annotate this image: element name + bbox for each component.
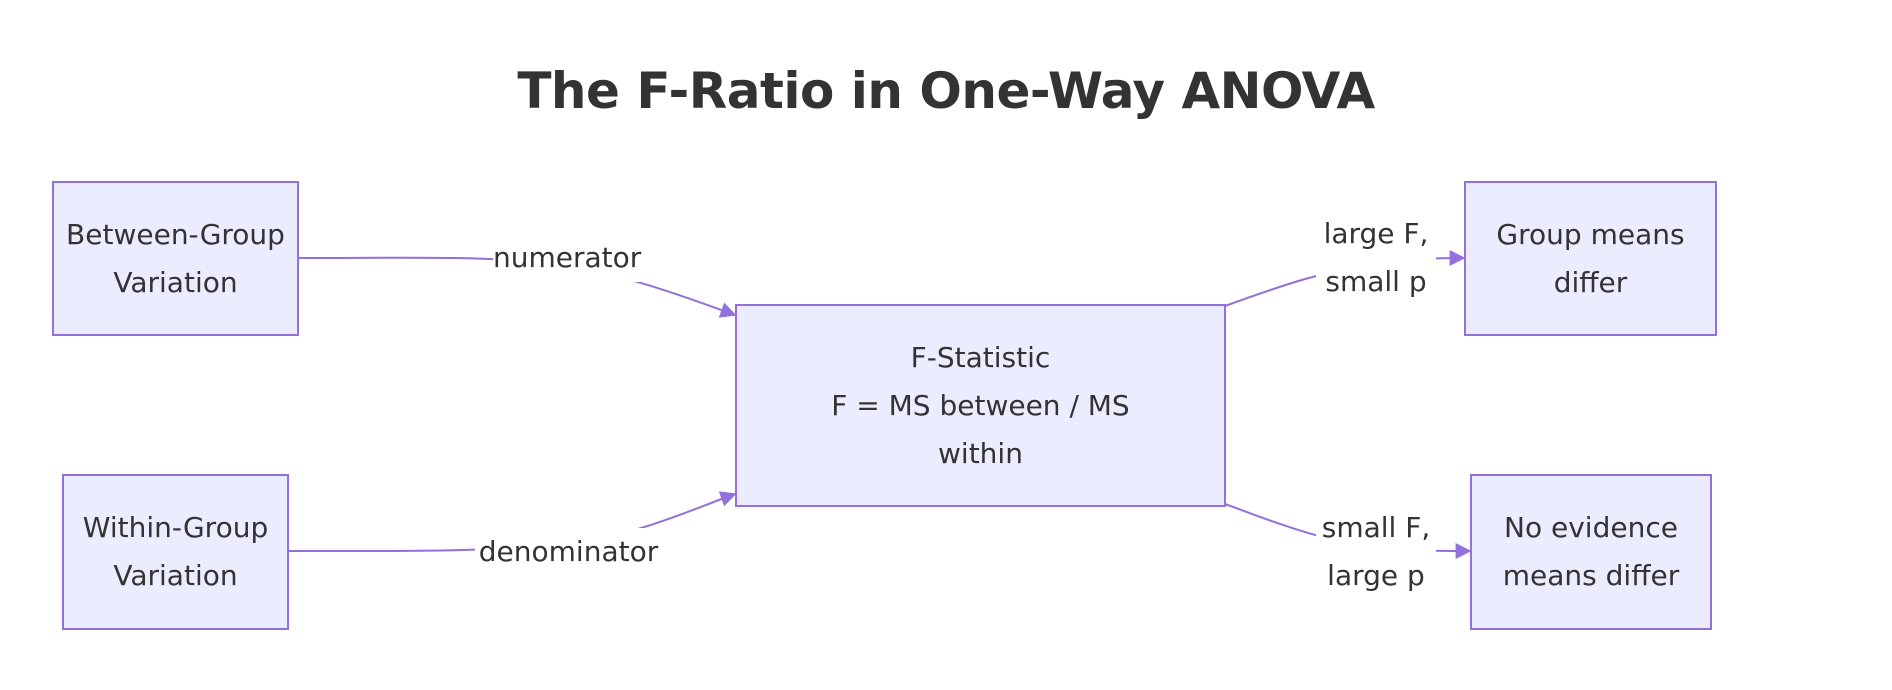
edge-label-line: small p: [1325, 265, 1427, 298]
node-text: differ: [1553, 265, 1628, 299]
node-text: Variation: [113, 559, 238, 592]
edge-label-line: large p: [1327, 559, 1425, 592]
edge-label-denominator: denominator: [475, 528, 662, 576]
edge-label-line: large F,: [1323, 217, 1429, 250]
node-text: F-Statistic: [910, 340, 1051, 374]
edge-label-numerator: numerator: [493, 234, 641, 282]
node-text: within: [938, 436, 1023, 470]
node-text: Variation: [113, 265, 238, 299]
node-no-evidence: No evidence means differ: [1470, 474, 1712, 630]
node-between-group-variation: Between-Group Variation: [52, 181, 299, 336]
node-text: Between-Group: [66, 217, 285, 251]
node-text: means differ: [1502, 559, 1680, 592]
node-within-group-variation: Within-Group Variation: [62, 474, 289, 630]
node-group-means-differ: Group means differ: [1464, 181, 1717, 336]
node-text: Within-Group: [82, 511, 269, 544]
node-text: F = MS between / MS: [831, 388, 1130, 422]
diagram-title: The F-Ratio in One-Way ANOVA: [517, 62, 1375, 120]
edge-label-small-f: small F, large p: [1316, 504, 1436, 600]
node-text: No evidence: [1504, 511, 1678, 544]
edge-label-large-f: large F, small p: [1316, 210, 1436, 306]
node-text: Group means: [1496, 217, 1685, 251]
edge-label-line: small F,: [1321, 511, 1431, 544]
node-f-statistic: F-Statistic F = MS between / MS within: [735, 304, 1226, 507]
